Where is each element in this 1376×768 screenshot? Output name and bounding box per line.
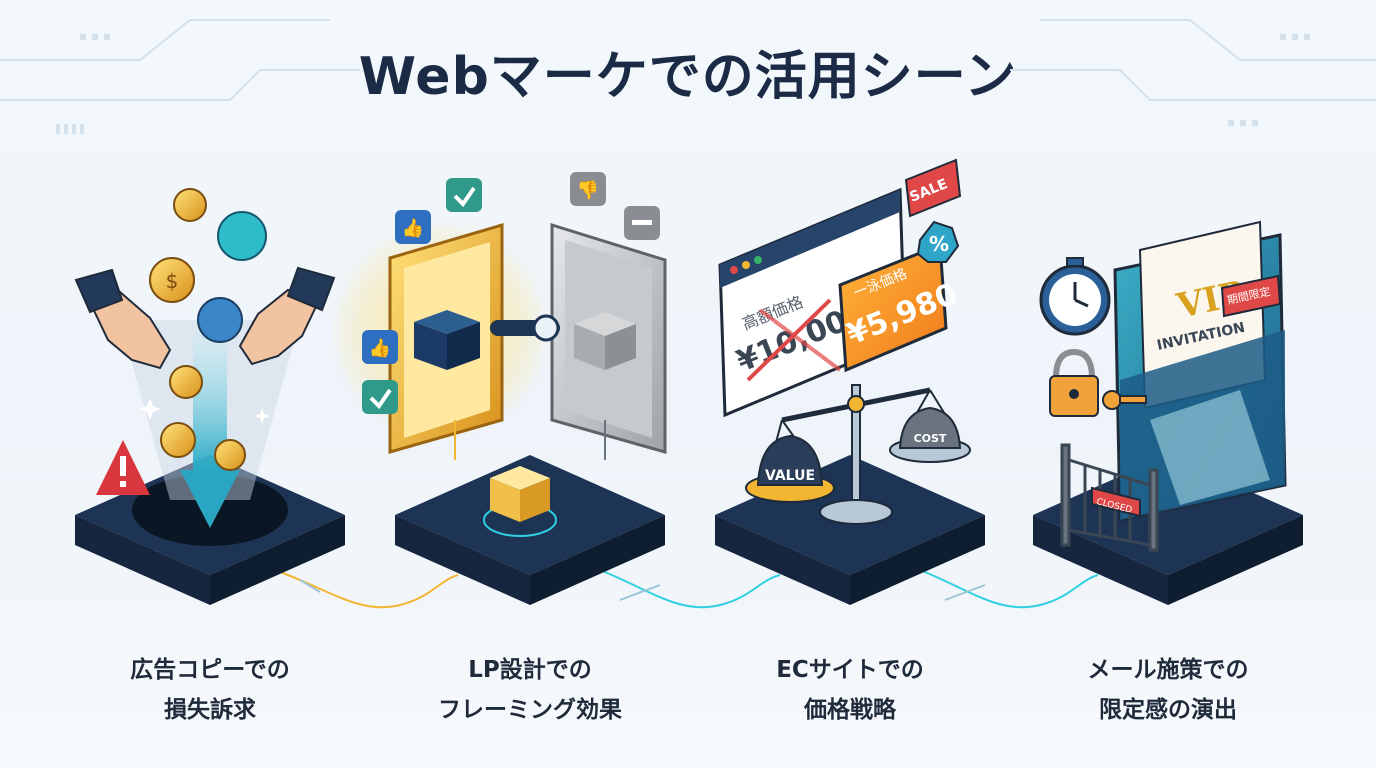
caption-line2: 損失訴求 <box>164 697 256 723</box>
sparkle-icons <box>139 398 270 424</box>
sale-tag <box>904 158 962 218</box>
like-badge-icon: 👍 <box>362 330 398 364</box>
toggle-knob <box>532 314 560 342</box>
coin-icons: $ <box>149 188 246 471</box>
svg-text:👍: 👍 <box>402 217 424 239</box>
circuit-decoration <box>0 19 1376 101</box>
svg-text:👎: 👎 <box>577 180 599 201</box>
caption-line2: 価格戦略 <box>804 697 896 723</box>
caption-line2: 限定感の演出 <box>1099 697 1237 723</box>
caption-line1: LP設計での <box>468 657 592 683</box>
svg-text:👍: 👍 <box>369 337 391 359</box>
scene-caption-lp-framing: LP設計での フレーミング効果 <box>390 650 670 730</box>
scene-caption-ec-pricing: ECサイトでの 価格戦略 <box>710 650 990 730</box>
scene-caption-ad-copy: 広告コピーでの 損失訴求 <box>70 650 350 730</box>
down-arrow-icon <box>180 470 240 528</box>
limited-tag <box>1220 274 1282 318</box>
scene-caption-mail-limited: メール施策での 限定感の演出 <box>1028 650 1308 730</box>
circuit-dots <box>56 34 1310 134</box>
percent-badge-icon <box>916 220 960 263</box>
minus-badge-icon <box>624 206 660 240</box>
key-icon <box>1102 390 1147 410</box>
dislike-badge-icon: 👎 <box>570 172 606 206</box>
coin-blue-icon <box>197 297 243 343</box>
gate-sign <box>1091 486 1141 518</box>
browser-window <box>718 187 907 418</box>
flow-lines <box>274 569 1099 609</box>
check-badge-icon <box>362 380 398 414</box>
scene-ec-pricing: 高額価格 ¥10,000 一泳価格 ¥5,980 SALE % <box>715 158 985 605</box>
like-badge-icon: 👍 <box>395 210 431 244</box>
cube-grey-icon <box>574 312 636 370</box>
caption-line1: 広告コピーでの <box>130 657 290 683</box>
left-hand-icon <box>86 290 172 370</box>
warning-icon <box>96 440 150 495</box>
gate-icon <box>1060 443 1159 552</box>
svg-text:$: $ <box>166 269 179 293</box>
scene-mail-limited: VIP INVITATION 期間限定 <box>1033 220 1303 605</box>
stopwatch-icon <box>1039 257 1111 336</box>
caption-line1: ECサイトでの <box>776 657 924 683</box>
padlock-icon <box>1049 348 1099 417</box>
caption-line1: メール施策での <box>1087 657 1249 683</box>
scene-ad-copy: $ <box>74 188 345 605</box>
right-hand-icon <box>238 288 322 366</box>
cost-weight-label: COST <box>914 432 947 445</box>
idea-coin-icon <box>217 211 267 261</box>
balance-scale-icon <box>745 384 971 525</box>
scene-lp-framing: 👍 👍 👎 <box>330 172 667 605</box>
new-price-tag <box>838 242 948 373</box>
page-title: Webマーケでの活用シーン <box>358 47 1018 107</box>
cube-gold-icon <box>490 466 550 522</box>
check-badge-icon <box>446 178 482 212</box>
strike-line-icon <box>746 298 832 382</box>
percent-label: % <box>929 232 949 256</box>
cube-dark-icon <box>414 310 480 370</box>
caption-line2: フレーミング効果 <box>438 697 622 723</box>
value-weight-label: VALUE <box>765 468 815 484</box>
